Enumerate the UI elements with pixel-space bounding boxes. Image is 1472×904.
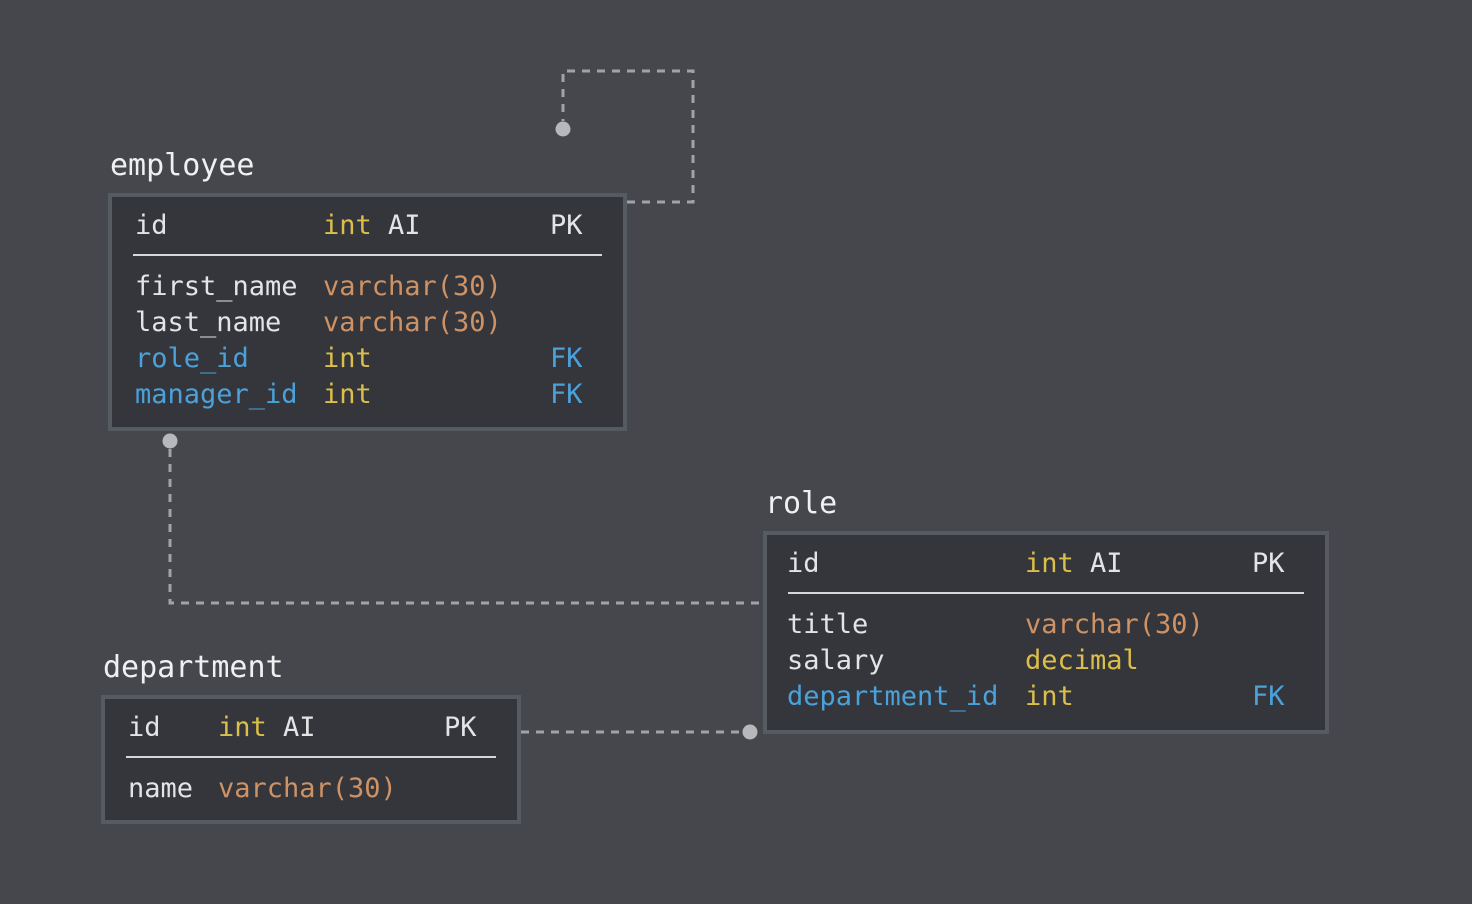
table-title: employee — [110, 148, 255, 183]
column-name-cell: title — [787, 609, 869, 640]
foreign-key-label: FK — [1252, 681, 1285, 712]
column-type-cell: int AI — [218, 699, 316, 756]
column-type-cell: int — [323, 379, 372, 410]
column-name-cell: manager_id — [135, 379, 298, 410]
primary-key-label: PK — [550, 210, 583, 241]
connector-endpoint-dot — [742, 724, 758, 740]
column-name-cell: department_id — [787, 681, 999, 712]
type-label: int — [218, 712, 267, 743]
connector-endpoint-dot — [555, 121, 571, 137]
column-type-cell: varchar(30) — [218, 773, 397, 804]
column-name-cell: id — [128, 712, 161, 743]
primary-key-label: PK — [444, 712, 477, 743]
column-type-cell: varchar(30) — [1025, 609, 1204, 640]
column-type-cell: int AI — [1025, 535, 1123, 592]
table-row[interactable]: salary decimal — [767, 643, 1325, 679]
table-row[interactable]: manager_id int FK — [112, 377, 623, 413]
column-name-cell: role_id — [135, 343, 249, 374]
table-title: role — [765, 486, 838, 521]
relationship-line-employee-role[interactable] — [168, 449, 761, 605]
column-type-cell: int — [323, 343, 372, 374]
column-type-cell: varchar(30) — [323, 271, 502, 302]
column-type-cell: int — [1025, 681, 1074, 712]
column-name-cell: id — [135, 210, 168, 241]
column-name-cell: salary — [787, 645, 885, 676]
header-separator — [126, 756, 496, 758]
foreign-key-label: FK — [550, 343, 583, 374]
table-header-row[interactable]: id int AI PK — [767, 535, 1325, 592]
type-label: int — [323, 210, 372, 241]
type-label: int — [1025, 548, 1074, 579]
table-title: department — [103, 650, 284, 685]
column-name-cell: name — [128, 773, 194, 804]
table-body: first_name varchar(30) last_name varchar… — [112, 256, 623, 427]
table-box[interactable]: id int AI PK title varchar(30) salary de… — [763, 531, 1329, 734]
column-type-cell: int AI — [323, 197, 421, 254]
auto-increment-label: AI — [283, 712, 316, 743]
table-row[interactable]: first_name varchar(30) — [112, 269, 623, 305]
foreign-key-label: FK — [550, 379, 583, 410]
table-row[interactable]: department_id int FK — [767, 679, 1325, 715]
table-box[interactable]: id int AI PK first_name varchar(30) last… — [108, 193, 627, 431]
table-body: title varchar(30) salary decimal departm… — [767, 594, 1325, 730]
header-separator — [133, 254, 602, 256]
table-row[interactable]: title varchar(30) — [767, 607, 1325, 643]
relationship-line-employee-manager-self[interactable] — [561, 69, 695, 204]
primary-key-label: PK — [1252, 548, 1285, 579]
column-name-cell: first_name — [135, 271, 298, 302]
entity-table-employee[interactable]: employee id int AI PK first_name varchar… — [108, 151, 627, 431]
table-box[interactable]: id int AI PK name varchar(30) — [101, 695, 521, 824]
table-body: name varchar(30) — [105, 758, 517, 820]
entity-table-department[interactable]: department id int AI PK name varchar(30) — [101, 653, 521, 824]
column-name-cell: id — [787, 548, 820, 579]
entity-table-role[interactable]: role id int AI PK title varchar(30) sala… — [763, 489, 1329, 734]
table-header-row[interactable]: id int AI PK — [112, 197, 623, 254]
table-header-row[interactable]: id int AI PK — [105, 699, 517, 756]
column-name-cell: last_name — [135, 307, 282, 338]
table-row[interactable]: last_name varchar(30) — [112, 305, 623, 341]
table-row[interactable]: role_id int FK — [112, 341, 623, 377]
table-row[interactable]: name varchar(30) — [105, 771, 517, 807]
column-type-cell: varchar(30) — [323, 307, 502, 338]
auto-increment-label: AI — [1090, 548, 1123, 579]
connector-endpoint-dot — [162, 433, 178, 449]
header-separator — [788, 592, 1304, 594]
column-type-cell: decimal — [1025, 645, 1139, 676]
auto-increment-label: AI — [388, 210, 421, 241]
